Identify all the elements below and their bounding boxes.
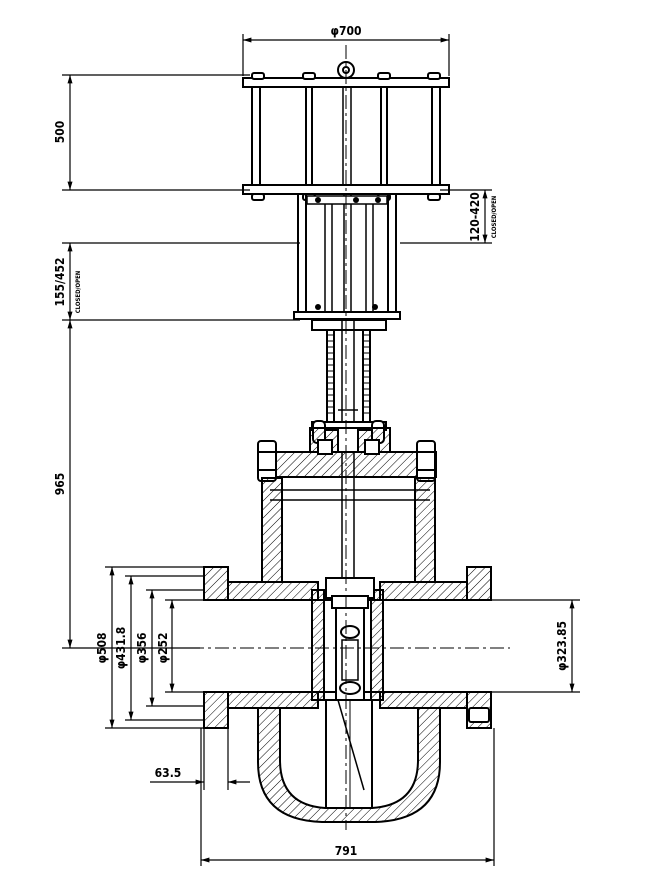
dim-face-to-face: 791 (335, 844, 358, 858)
note-upper: CLOSED/OPEN (491, 195, 498, 238)
dim-flange-od: φ508 (95, 633, 109, 664)
dim-stroke-lower: 155/452 (53, 257, 67, 306)
stud-threads (327, 334, 370, 414)
valve-body (203, 477, 492, 823)
bonnet (267, 427, 437, 501)
dim-raised-face: φ431.8 (114, 627, 128, 670)
yoke-bolts (315, 197, 381, 310)
dim-pipe-od: φ323.85 (555, 621, 569, 671)
dim-stroke-upper: 120-420 (468, 192, 482, 242)
center-lines (190, 45, 510, 830)
note-lower: CLOSED/OPEN (75, 270, 82, 313)
dim-bolt-circle: φ356 (135, 633, 149, 664)
dimension-lines (62, 34, 580, 866)
gate-assembly (311, 577, 384, 809)
dim-stem-height: 965 (53, 473, 67, 496)
yoke-frame (293, 194, 401, 320)
drain-plug-icon (468, 707, 490, 723)
dim-top-diameter: φ700 (331, 24, 362, 38)
dim-flange-thickness: 63.5 (155, 766, 182, 780)
dim-bore: φ252 (156, 633, 170, 664)
dim-actuator-height: 500 (53, 121, 67, 144)
